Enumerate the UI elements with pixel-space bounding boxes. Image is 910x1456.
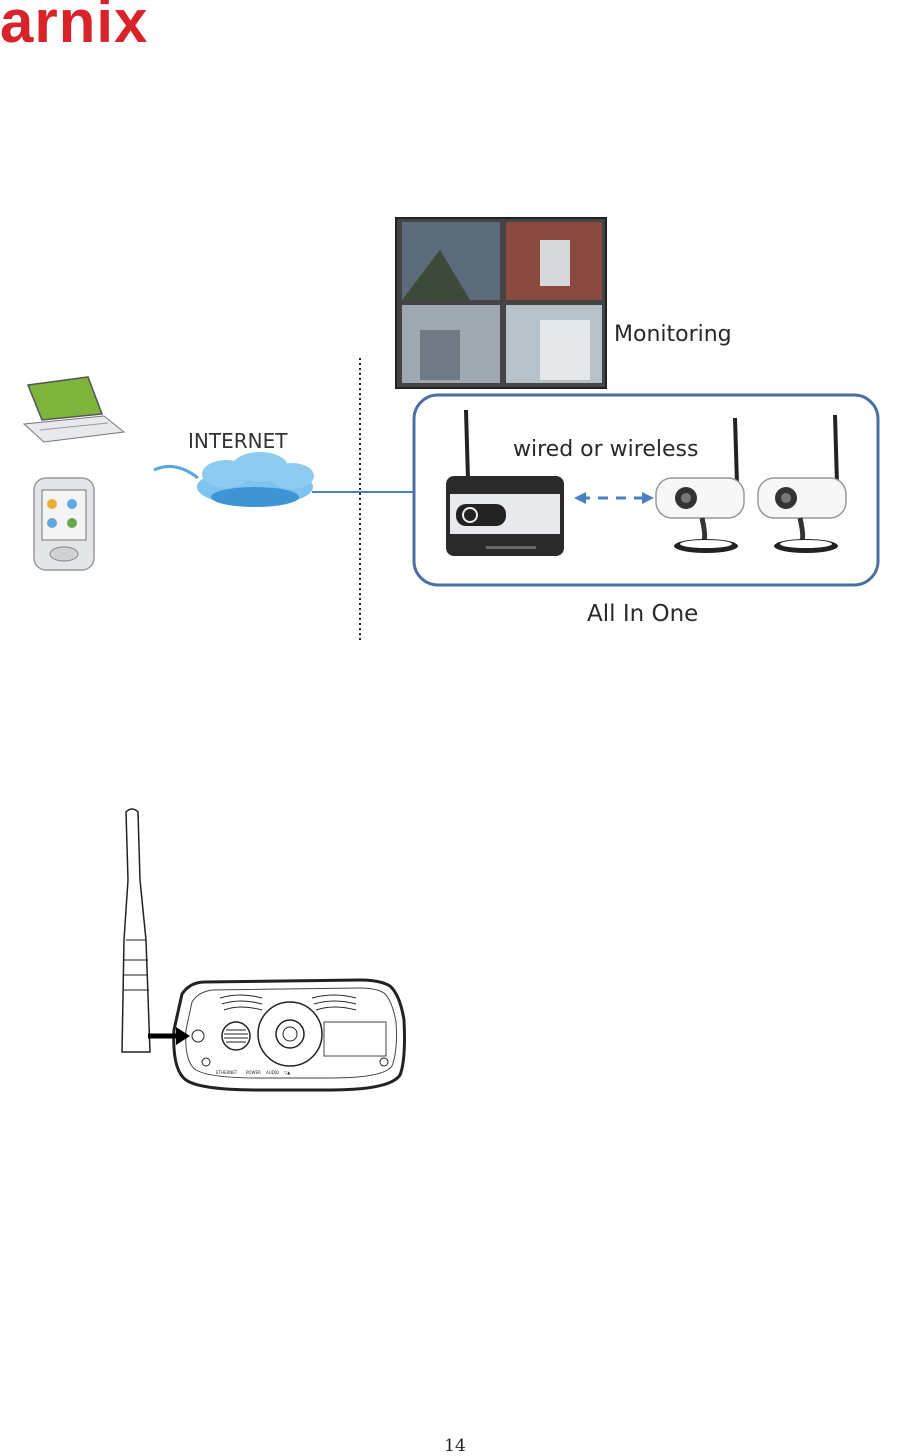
port-label-sync: ▽▲ bbox=[284, 1070, 291, 1075]
wireless-link-arrow bbox=[574, 492, 654, 504]
pda-icon bbox=[34, 478, 94, 570]
monitoring-label: Monitoring bbox=[614, 324, 732, 346]
connection-type-label: wired or wireless bbox=[513, 439, 698, 461]
camera-back-diagram: ETHERNET POWER AUDIO ▽▲ bbox=[110, 800, 410, 1100]
nvr-receiver-icon bbox=[446, 410, 564, 556]
network-diagram bbox=[0, 200, 910, 660]
monitor-icon bbox=[396, 218, 606, 388]
page-number: 14 bbox=[0, 1436, 910, 1456]
all-in-one-label: All In One bbox=[587, 603, 698, 626]
port-label-ethernet: ETHERNET bbox=[216, 1070, 238, 1075]
port-label-power: POWER bbox=[246, 1070, 261, 1075]
brand-logo: arnix bbox=[0, 0, 148, 52]
cloud-icon bbox=[154, 452, 314, 507]
camera-body-back: ETHERNET POWER AUDIO ▽▲ bbox=[174, 980, 405, 1090]
camera-icon bbox=[758, 415, 846, 553]
antenna-icon bbox=[122, 809, 150, 1052]
port-label-audio: AUDIO bbox=[266, 1070, 279, 1075]
internet-label: INTERNET bbox=[188, 431, 287, 451]
laptop-icon bbox=[24, 377, 124, 442]
